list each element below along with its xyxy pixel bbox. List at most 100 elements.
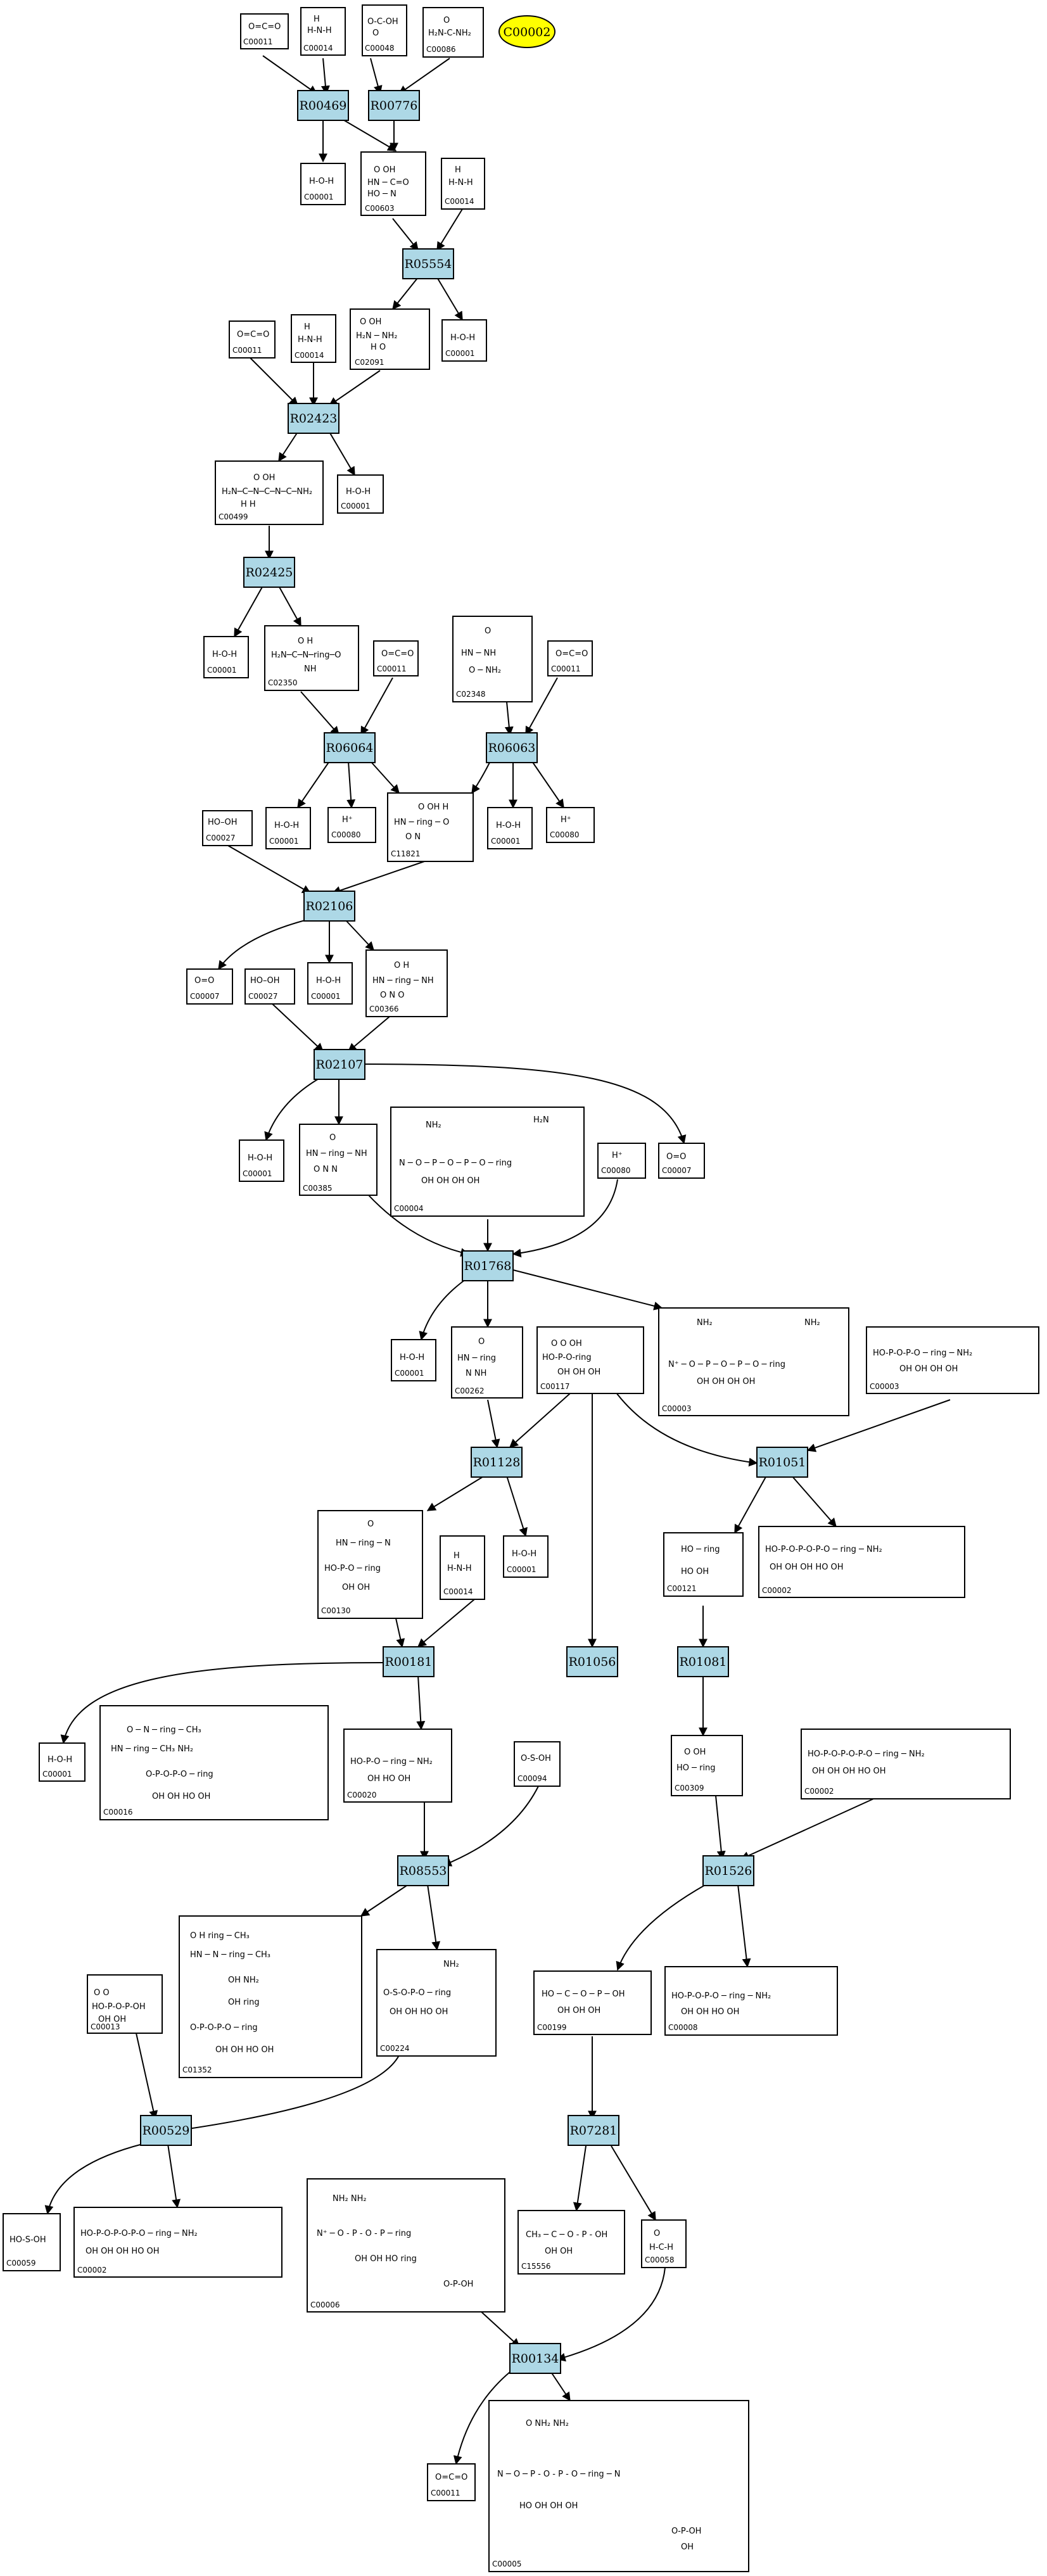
compound-node[interactable]: H‑O‑H C00001: [265, 807, 311, 849]
compound-node[interactable]: HO‑P‑O‑P‑O ─ ring ─ NH₂ OH OH HO OH C000…: [664, 1966, 838, 2036]
compound-node[interactable]: NH₂ NH₂ N⁺ ─ O ─ P ─ O ─ P ─ O ─ ring OH…: [658, 1307, 849, 1416]
reaction-node[interactable]: R01051: [756, 1447, 808, 1478]
compound-node[interactable]: O OH HO ─ ring C00309: [671, 1735, 743, 1796]
compound-node[interactable]: O ─ N ─ ring ─ CH₃ HN ─ ring ─ CH₃ NH₂ O…: [99, 1705, 329, 1820]
compound-node[interactable]: O=C=O C00011: [427, 2463, 476, 2501]
compound-node[interactable]: HO‑P‑O‑P‑O‑P‑O ─ ring ─ NH₂ OH OH OH HO …: [801, 1729, 1011, 1799]
highlight-node[interactable]: C00002: [498, 15, 555, 48]
compound-node[interactable]: HO‑S‑OH C00059: [3, 2213, 61, 2271]
compound-node[interactable]: O=O C00007: [658, 1143, 705, 1179]
compound-node[interactable]: NH₂ H₂N N ─ O ─ P ─ O ─ P ─ O ─ ring OH …: [390, 1107, 585, 1217]
compound-node[interactable]: H‑O‑H C00001: [300, 163, 346, 205]
reaction-node[interactable]: R01056: [566, 1646, 618, 1677]
reaction-node[interactable]: R08553: [397, 1855, 449, 1886]
compound-node[interactable]: CH₃ ─ C ─ O ‑ P ‑ OH OH OH C15556: [517, 2210, 625, 2275]
compound-node[interactable]: O H ring ─ CH₃ HN ─ N ─ ring ─ CH₃ OH NH…: [179, 1915, 362, 2078]
compound-node[interactable]: O OH H₂N─C─N─C─N─C─NH₂ H H C00499: [215, 460, 324, 525]
compound-node[interactable]: O‑C‑OH O C00048: [362, 4, 407, 56]
molecule-ribose: HO ─ ring: [681, 1545, 720, 1554]
compound-node[interactable]: O OH H₂N ─ NH₂ H O C02091: [350, 308, 430, 370]
compound-node[interactable]: O=O C00007: [186, 968, 233, 1005]
compound-node[interactable]: H‑O‑H C00001: [203, 636, 249, 678]
reaction-node[interactable]: R02425: [243, 557, 295, 588]
compound-node[interactable]: O‑S‑OH C00094: [514, 1741, 561, 1787]
compound-label: C00027: [248, 992, 278, 1001]
compound-node[interactable]: O=C=O C00011: [373, 640, 419, 676]
compound-node[interactable]: H‑O‑H C00001: [337, 474, 384, 514]
compound-node[interactable]: O H‑C‑H C00058: [641, 2219, 687, 2268]
compound-node[interactable]: O HN ─ ring N NH C00262: [451, 1326, 523, 1399]
compound-node[interactable]: O HN ─ NH O ─ NH₂ C02348: [452, 616, 533, 702]
molecule-hplus: H⁺: [612, 1151, 623, 1160]
compound-node[interactable]: H⁺ C00080: [327, 807, 376, 843]
reaction-node[interactable]: R07281: [568, 2115, 619, 2146]
compound-node[interactable]: O O HO‑P‑O‑P‑OH OH OH C00013: [87, 1974, 163, 2034]
molecule-r5p: O O OH: [551, 1339, 582, 1348]
reaction-node[interactable]: R00181: [383, 1646, 435, 1677]
edge: [427, 1884, 441, 1951]
compound-node[interactable]: O OH HN ─ C=O HO ─ N C00603: [360, 151, 426, 216]
compound-node[interactable]: H H‑N‑H C00014: [440, 1535, 485, 1600]
reaction-node[interactable]: R00134: [509, 2343, 561, 2374]
compound-node[interactable]: O O OH HO‑P‑O‑ring OH OH OH C00117: [536, 1326, 644, 1394]
compound-node[interactable]: O OH H HN ─ ring ─ O O N C11821: [387, 792, 474, 862]
compound-node[interactable]: O=C=O C00011: [547, 640, 593, 676]
compound-node[interactable]: H H‑N‑H C00014: [291, 314, 336, 363]
compound-node[interactable]: HO–OH C00027: [202, 810, 253, 846]
compound-node[interactable]: HO ─ ring HO OH C00121: [663, 1532, 744, 1597]
edge: [737, 1884, 751, 1968]
reaction-node[interactable]: R00469: [297, 90, 349, 121]
reaction-node[interactable]: R01768: [462, 1250, 514, 1281]
molecule-water: H‑O‑H: [346, 487, 371, 497]
compound-node[interactable]: NH₂ O‑S‑O‑P‑O ─ ring OH OH HO OH C00224: [376, 1949, 497, 2057]
compound-node[interactable]: O H₂N‑C‑NH₂ C00086: [422, 7, 484, 58]
molecule-co2: O=C=O: [381, 649, 414, 659]
compound-node[interactable]: H‑O‑H C00001: [307, 962, 353, 1005]
compound-node[interactable]: H H‑N‑H C00014: [441, 158, 485, 210]
molecule-hplus: H⁺: [342, 815, 353, 825]
molecule-water: H‑O‑H: [496, 821, 521, 830]
compound-node[interactable]: H‑O‑H C00001: [441, 319, 487, 362]
compound-label: C00121: [667, 1584, 697, 1593]
compound-node[interactable]: H‑O‑H C00001: [487, 807, 533, 849]
compound-label: C00016: [103, 1808, 133, 1817]
molecule-water: H‑O‑H: [48, 1755, 72, 1765]
reaction-node[interactable]: R02423: [288, 403, 339, 434]
reaction-node[interactable]: R02107: [314, 1049, 365, 1080]
reaction-node[interactable]: R01128: [471, 1447, 523, 1478]
compound-node[interactable]: HO–OH C00027: [244, 968, 295, 1005]
reaction-node[interactable]: R01081: [677, 1646, 729, 1677]
compound-node[interactable]: H‑O‑H C00001: [239, 1139, 284, 1182]
compound-node[interactable]: HO‑P‑O‑P‑O‑P‑O ─ ring ─ NH₂ OH OH OH HO …: [73, 2207, 282, 2278]
reaction-node[interactable]: R02106: [303, 891, 355, 922]
compound-node[interactable]: O=C=O C00011: [240, 13, 289, 49]
compound-node[interactable]: O HN ─ ring ─ N HO‑P‑O ─ ring OH OH C001…: [317, 1510, 423, 1619]
compound-node[interactable]: HO‑P‑O ─ ring ─ NH₂ OH HO OH C00020: [343, 1729, 452, 1803]
compound-node[interactable]: HO‑P‑O‑P‑O ─ ring ─ NH₂ OH OH OH OH C000…: [866, 1326, 1039, 1394]
reaction-node[interactable]: R06063: [486, 732, 538, 763]
compound-node[interactable]: O HN ─ ring ─ NH O N N C00385: [299, 1124, 378, 1196]
molecule-allantoate: O OH: [374, 165, 395, 175]
compound-node[interactable]: H‑O‑H C00001: [503, 1535, 549, 1578]
compound-node[interactable]: O=C=O C00011: [229, 320, 276, 358]
edge: [272, 1003, 324, 1052]
compound-label: C00013: [91, 2022, 120, 2031]
compound-node[interactable]: H⁺ C00080: [546, 807, 595, 843]
reaction-node[interactable]: R00529: [140, 2115, 192, 2146]
compound-node[interactable]: HO ─ C ─ O ─ P ─ OH OH OH OH C00199: [533, 1970, 652, 2035]
reaction-node[interactable]: R01526: [702, 1855, 754, 1886]
compound-node[interactable]: H‑O‑H C00001: [39, 1742, 86, 1782]
reaction-node[interactable]: R06064: [324, 732, 376, 763]
reaction-node[interactable]: R00776: [368, 90, 420, 121]
svg-text:N ─ O ─ P ─ O ─ P ─ O ─ ring: N ─ O ─ P ─ O ─ P ─ O ─ ring: [399, 1158, 512, 1168]
compound-node[interactable]: O H HN ─ ring ─ NH O N O C00366: [365, 949, 448, 1017]
compound-node[interactable]: NH₂ NH₂ N⁺ ─ O ‑ P ‑ O ‑ P ─ ring OH OH …: [307, 2178, 505, 2313]
reaction-node[interactable]: R05554: [402, 248, 454, 279]
compound-node[interactable]: O H H₂N─C─N─ring─O NH C02350: [264, 625, 359, 691]
compound-node[interactable]: H‑O‑H C00001: [391, 1339, 436, 1381]
compound-node[interactable]: O NH₂ NH₂ N ─ O ─ P ‑ O ‑ P ‑ O ─ ring ─…: [488, 2400, 749, 2572]
compound-node[interactable]: H H‑N‑H C00014: [300, 7, 346, 56]
compound-node[interactable]: H⁺ C00080: [597, 1143, 646, 1179]
compound-node[interactable]: HO‑P‑O‑P‑O‑P‑O ─ ring ─ NH₂ OH OH OH HO …: [758, 1526, 965, 1598]
molecule-urea: O: [443, 16, 450, 25]
